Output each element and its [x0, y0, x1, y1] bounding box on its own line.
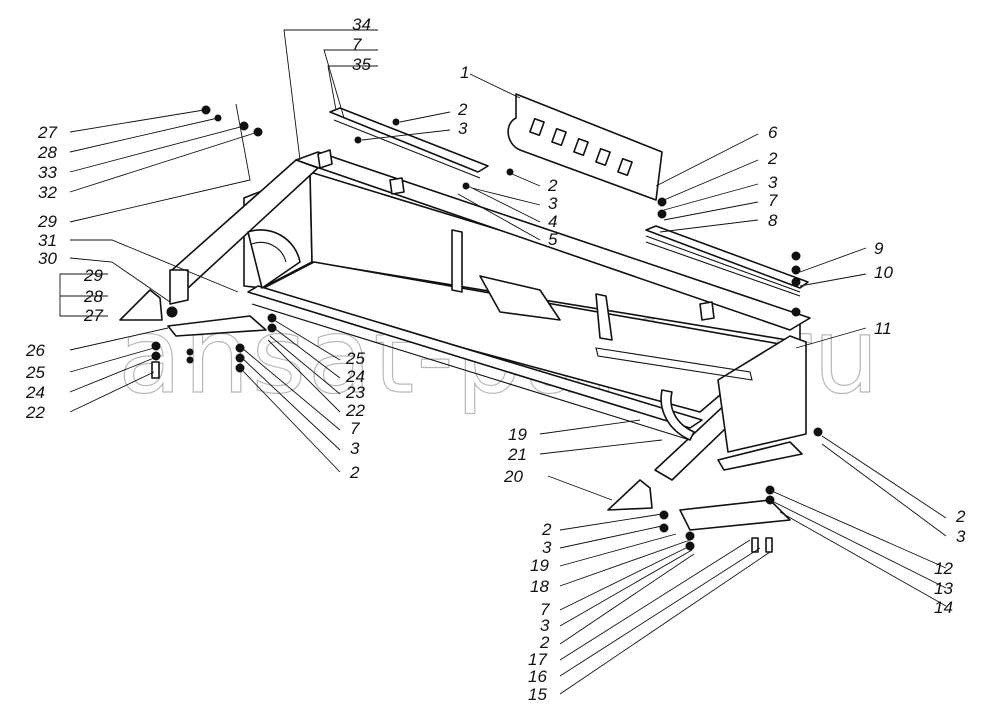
callout-11: 11 [874, 319, 892, 338]
callout-25: 25 [25, 363, 45, 382]
callout-28: 28 [83, 287, 103, 306]
callout-17: 17 [528, 650, 547, 669]
callout-29: 29 [37, 212, 57, 231]
callout-2: 2 [547, 176, 558, 195]
callout-10: 10 [874, 263, 893, 282]
callout-9: 9 [874, 239, 884, 258]
callout-19: 19 [508, 425, 527, 444]
callout-7: 7 [768, 191, 778, 210]
callout-1: 1 [460, 63, 469, 82]
leader-lines [59, 29, 947, 695]
callout-32: 32 [38, 183, 57, 202]
callout-35: 35 [352, 55, 371, 74]
callout-31: 31 [38, 231, 57, 250]
callout-8: 8 [768, 211, 778, 230]
callout-30: 30 [38, 249, 57, 268]
callout-33: 33 [38, 163, 57, 182]
callout-24: 24 [25, 383, 45, 402]
callout-2: 2 [955, 507, 966, 526]
callout-2: 2 [767, 149, 778, 168]
callout-3: 3 [548, 194, 558, 213]
callout-3: 3 [956, 527, 966, 546]
callout-15: 15 [528, 685, 547, 704]
callout-3: 3 [768, 173, 778, 192]
callout-25: 25 [345, 349, 365, 368]
callout-7: 7 [350, 419, 360, 438]
callout-2: 2 [539, 633, 550, 652]
top-strip [329, 107, 489, 179]
callout-21: 21 [507, 445, 527, 464]
callout-2: 2 [541, 520, 552, 539]
callout-6: 6 [768, 123, 778, 142]
callout-12: 12 [934, 559, 953, 578]
callout-26: 26 [25, 341, 45, 360]
callout-3: 3 [350, 439, 360, 458]
callout-27: 27 [83, 306, 103, 325]
callout-20: 20 [503, 467, 523, 486]
callout-3: 3 [458, 119, 468, 138]
callout-3: 3 [542, 538, 552, 557]
callout-28: 28 [37, 143, 57, 162]
callout-23: 23 [345, 383, 365, 402]
right-loose-parts [607, 427, 823, 553]
callout-34: 34 [352, 15, 371, 34]
callout-7: 7 [540, 600, 550, 619]
callout-2: 2 [349, 463, 360, 482]
callout-13: 13 [934, 579, 953, 598]
callout-18: 18 [530, 577, 549, 596]
left-loose-parts [119, 289, 277, 379]
callout-7: 7 [352, 35, 362, 54]
strip-8 [645, 225, 809, 297]
callout-16: 16 [528, 667, 547, 686]
callout-4: 4 [548, 212, 557, 231]
header-frame [169, 149, 811, 481]
callout-29: 29 [83, 266, 103, 285]
callout-labels: 34 7 35 1 2 3 2 3 4 5 6 2 3 7 8 9 10 11 … [25, 15, 966, 704]
callout-22: 22 [25, 403, 45, 422]
callout-3: 3 [540, 616, 550, 635]
callout-27: 27 [37, 123, 57, 142]
shield-plate [507, 93, 663, 201]
callout-2: 2 [457, 100, 468, 119]
callout-24: 24 [345, 367, 365, 386]
callout-5: 5 [548, 230, 558, 249]
callout-22: 22 [345, 401, 365, 420]
callout-19: 19 [530, 556, 549, 575]
callout-14: 14 [934, 598, 953, 617]
